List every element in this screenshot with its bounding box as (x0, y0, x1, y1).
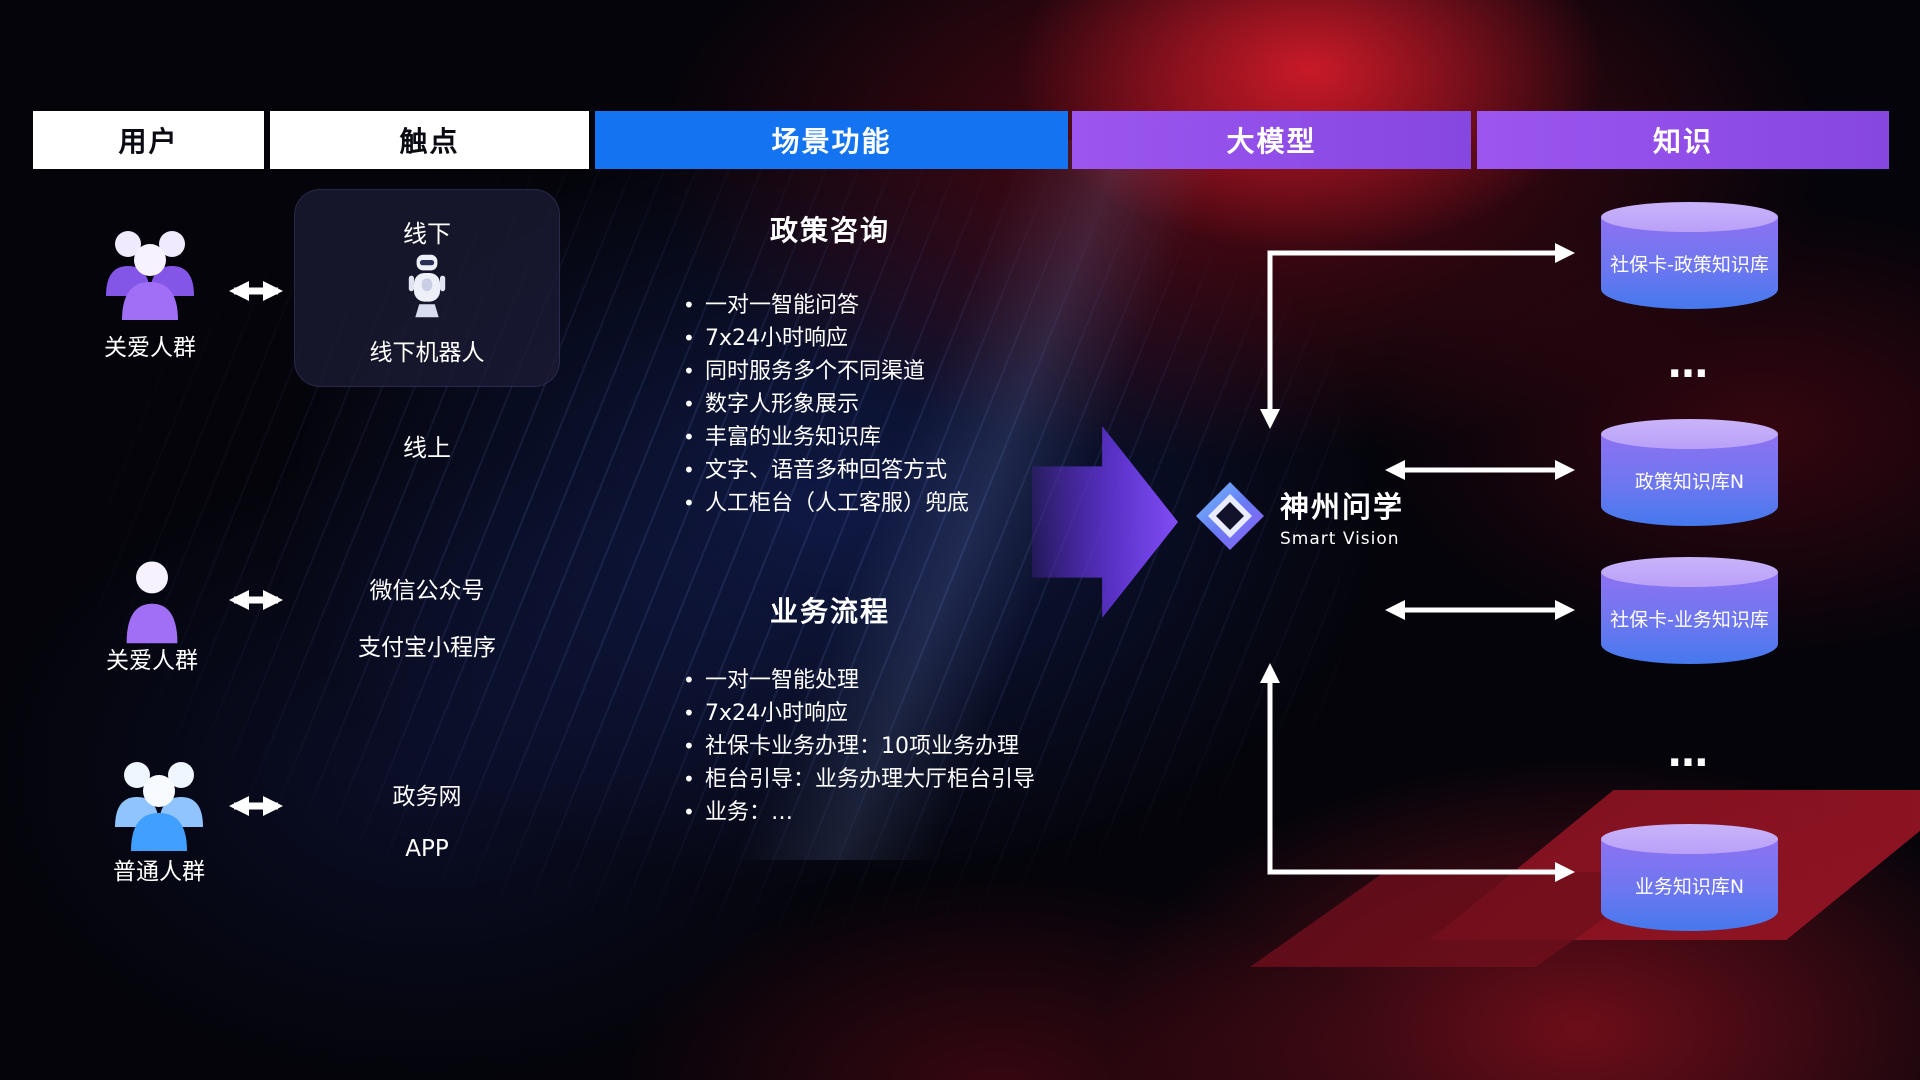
scene-list-item: 人工柜台（人工客服）兜底 (681, 487, 969, 520)
online-title: 线上 (403, 434, 451, 462)
scene-list-item: 业务：… (681, 796, 1035, 829)
db-cylinder-body (1601, 572, 1778, 664)
scene-list-item: 社保卡业务办理：10项业务办理 (681, 730, 1035, 763)
people-group-icon (115, 762, 203, 851)
kb-label: 政策知识库N (1634, 471, 1745, 494)
offline-robot-label: 线下机器人 (369, 340, 485, 366)
scene-list-item: 一对一智能处理 (681, 664, 1035, 697)
db-cylinder-body (1601, 839, 1778, 931)
model-name: 神州问学 (1280, 489, 1405, 524)
model-subtitle: Smart Vision (1280, 528, 1400, 549)
offline-title: 线下 (403, 220, 451, 248)
scene-list-item: 7x24小时响应 (681, 322, 969, 355)
kb-ellipsis: … (1668, 730, 1711, 776)
user-group-label: 普通人群 (113, 859, 205, 885)
scene-business-list: 一对一智能处理 7x24小时响应 社保卡业务办理：10项业务办理 柜台引导：业务… (681, 664, 1035, 829)
kb-database: 政策知识库N (1601, 419, 1778, 526)
model-logo: 神州问学 Smart Vision (1194, 480, 1404, 552)
column-header-users: 用户 (33, 111, 264, 169)
kb-label: 业务知识库N (1634, 876, 1745, 899)
user-group-label: 关爱人群 (106, 648, 198, 674)
channel-app: APP (405, 836, 449, 862)
person-icon (126, 561, 178, 644)
column-header-knowledge: 知识 (1477, 111, 1889, 169)
kb-ellipsis: … (1668, 341, 1711, 387)
scene-list-item: 文字、语音多种回答方式 (681, 454, 969, 487)
people-group-icon (106, 231, 194, 320)
kb-database: 社保卡-政策知识库 (1601, 202, 1778, 309)
db-cylinder-top (1601, 419, 1778, 449)
channel-wechat: 微信公众号 (369, 578, 485, 604)
diamond-gem-icon (1196, 482, 1264, 550)
kb-label: 社保卡-政策知识库 (1610, 254, 1769, 277)
column-header-model: 大模型 (1072, 111, 1471, 169)
db-cylinder-top (1601, 824, 1778, 854)
scene-list-item: 丰富的业务知识库 (681, 421, 969, 454)
channel-gov-web: 政务网 (392, 784, 462, 810)
kb-label: 社保卡-业务知识库 (1610, 609, 1769, 632)
scene-list-item: 柜台引导：业务办理大厅柜台引导 (681, 763, 1035, 796)
scene-policy-list: 一对一智能问答 7x24小时响应 同时服务多个不同渠道 数字人形象展示 丰富的业… (681, 289, 969, 520)
db-cylinder-body (1601, 217, 1778, 309)
service-robot-icon (408, 254, 446, 318)
db-cylinder-top (1601, 557, 1778, 587)
channel-alipay: 支付宝小程序 (358, 635, 496, 661)
scene-list-item: 同时服务多个不同渠道 (681, 355, 969, 388)
column-header-touchpoints: 触点 (270, 111, 589, 169)
db-cylinder-top (1601, 202, 1778, 232)
kb-database: 社保卡-业务知识库 (1601, 557, 1778, 664)
column-header-scenes: 场景功能 (595, 111, 1068, 169)
kb-database: 业务知识库N (1601, 824, 1778, 931)
scene-title-business: 业务流程 (769, 595, 890, 628)
scene-list-item: 7x24小时响应 (681, 697, 1035, 730)
user-group-label: 关爱人群 (104, 335, 196, 361)
scene-list-item: 数字人形象展示 (681, 388, 969, 421)
scene-title-policy: 政策咨询 (769, 214, 890, 247)
db-cylinder-body (1601, 434, 1778, 526)
scene-list-item: 一对一智能问答 (681, 289, 969, 322)
